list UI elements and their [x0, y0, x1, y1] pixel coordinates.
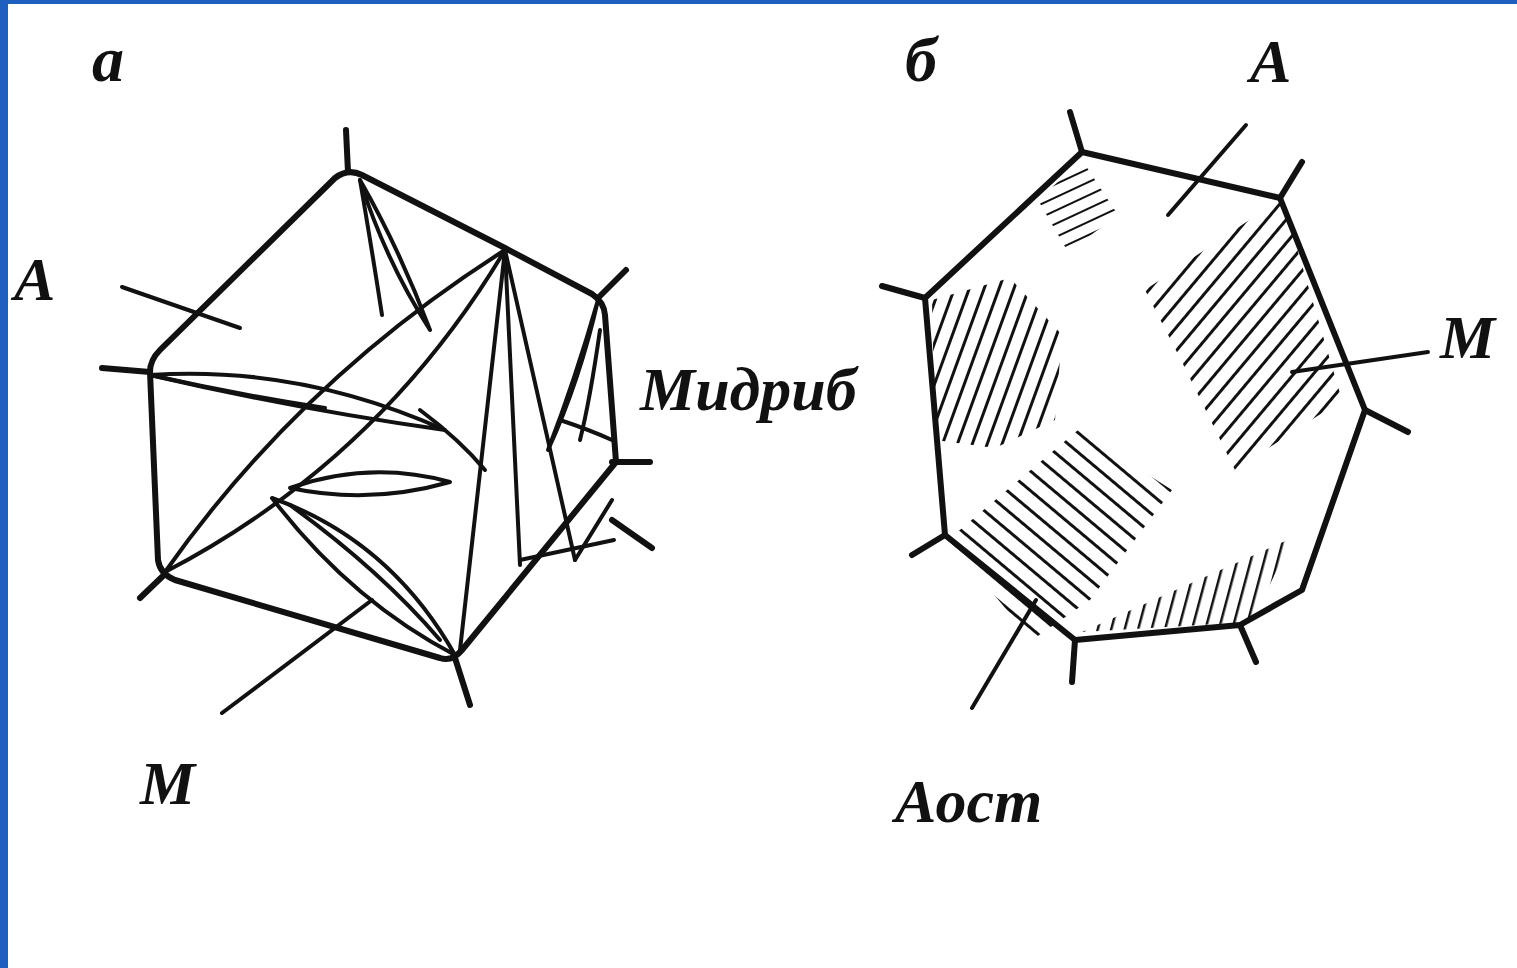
phase-label: А — [14, 248, 55, 310]
panel-letter: б — [905, 28, 937, 92]
phase-label: А — [1250, 30, 1291, 92]
phase-label: М — [140, 752, 195, 814]
frame-bar — [0, 0, 8, 968]
panel-letter: а — [92, 28, 124, 92]
feature-label: Мидриб — [640, 358, 857, 420]
phase-label: Аост — [895, 770, 1042, 832]
frame-bar — [0, 0, 1517, 4]
phase-label: М — [1440, 306, 1495, 368]
